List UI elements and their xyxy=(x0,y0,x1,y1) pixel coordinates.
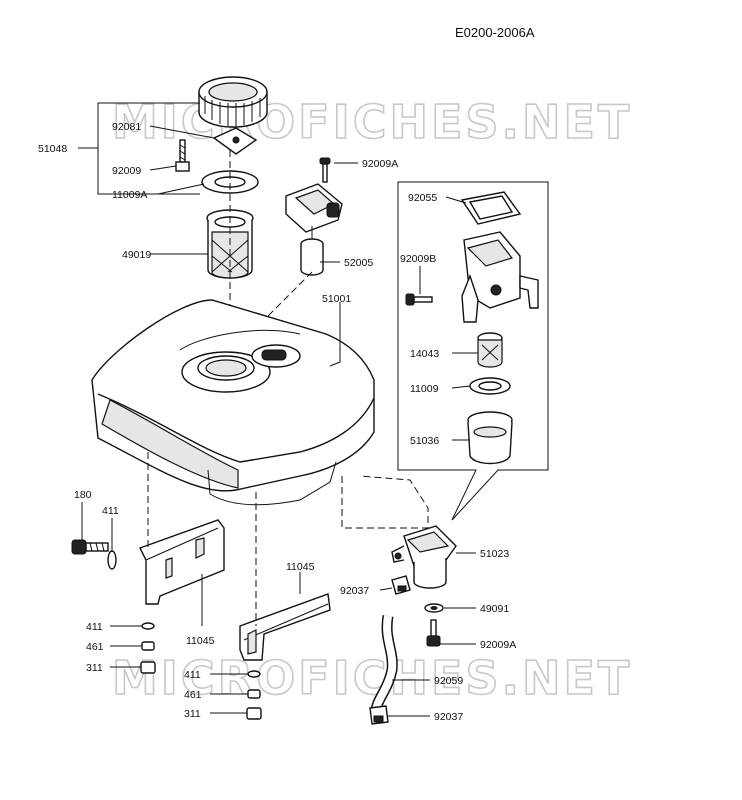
fuel-cock-lower xyxy=(391,525,457,589)
watermark-bottom: MICROFICHES.NET xyxy=(112,651,632,705)
cock-screw xyxy=(405,293,433,306)
fuel-cap xyxy=(198,76,268,128)
bolt-180 xyxy=(71,539,109,555)
screw-92009A-lower xyxy=(426,619,441,647)
fuel-cock-inset xyxy=(397,181,549,521)
label-11009: 11009 xyxy=(410,383,439,395)
label-92009b: 92009B xyxy=(400,253,436,265)
label-92037-lower: 92037 xyxy=(434,711,463,723)
fuel-tank xyxy=(91,299,375,506)
diagram-code: E0200-2006A xyxy=(455,25,535,40)
label-461-right: 461 xyxy=(184,689,202,701)
label-92037-upper: 92037 xyxy=(340,585,369,597)
label-411-right: 411 xyxy=(184,669,201,681)
nut-stack-left xyxy=(140,622,156,674)
label-11009a: 11009A xyxy=(112,189,147,201)
fuel-cock-valve xyxy=(461,231,539,323)
label-51036: 51036 xyxy=(410,435,439,447)
hose-clamp-lower xyxy=(369,705,389,725)
label-92059: 92059 xyxy=(434,675,463,687)
fuel-filter xyxy=(477,332,503,368)
fuel-cap-assembly xyxy=(175,76,268,382)
sediment-bowl xyxy=(467,411,513,465)
label-11045-left: 11045 xyxy=(186,635,215,647)
label-11045-right: 11045 xyxy=(286,561,315,573)
hose-clamp-upper xyxy=(391,575,411,595)
label-461-left: 461 xyxy=(86,641,104,653)
bracket-right xyxy=(239,593,331,661)
washer-49091 xyxy=(424,603,444,613)
fuel-gauge xyxy=(285,183,343,276)
bracket-left xyxy=(139,519,225,605)
label-92009a-top: 92009A xyxy=(362,158,398,170)
label-92009a-lower: 92009A xyxy=(480,639,516,651)
label-52005: 52005 xyxy=(344,257,373,269)
label-92081: 92081 xyxy=(112,121,141,133)
label-180: 180 xyxy=(74,489,92,501)
cock-link-line xyxy=(341,475,429,529)
label-92055: 92055 xyxy=(408,192,437,204)
label-311-right: 311 xyxy=(184,708,201,720)
label-411-top: 411 xyxy=(102,505,119,517)
leader-lines xyxy=(78,102,478,717)
label-14043: 14043 xyxy=(410,348,439,360)
label-411-left: 411 xyxy=(86,621,103,633)
label-49091: 49091 xyxy=(480,603,509,615)
fuel-gauge-assembly xyxy=(265,157,343,346)
part-labels: 51048 92081 92009 11009A 49019 92009A 52… xyxy=(38,121,516,723)
label-92009: 92009 xyxy=(112,165,141,177)
label-311-left: 311 xyxy=(86,662,103,674)
label-51048: 51048 xyxy=(38,143,67,155)
label-49019: 49019 xyxy=(122,249,151,261)
label-51023: 51023 xyxy=(480,548,509,560)
washer-411-left xyxy=(107,550,117,570)
label-51001: 51001 xyxy=(322,293,351,305)
gauge-screw xyxy=(319,157,331,183)
